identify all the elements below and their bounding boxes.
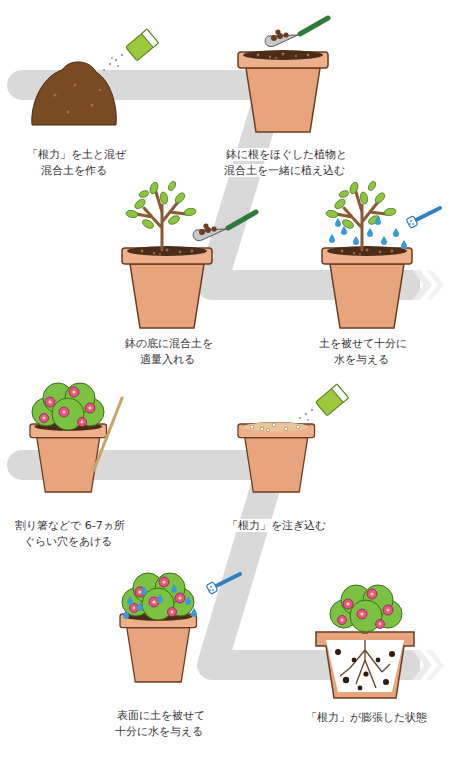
caption-text: 割り箸などで 6-7ヵ所 ぐらい穴をあける [13,519,124,548]
step-caption: 「根力」を土と混ぜ 混合土を作る [10,147,140,179]
pot-watering-flowers [120,573,240,682]
step-caption: 土を被せて十分に 水を与える [297,336,427,368]
step-caption: 鉢に根をほぐした植物と 混合土を一緒に植え込む [220,147,350,179]
step-caption: 「根力」を注ぎ込む [211,518,341,534]
caption-text: 鉢の底に混合土を 適量入れる [123,337,213,366]
step-caption: 表面に土を被せて 十分に水を与える [95,708,225,740]
step-caption: 「根力」が膨張した状態 [301,710,431,726]
caption-text: 表面に土を被せて 十分に水を与える [115,709,205,738]
pot-with-soil [238,18,328,132]
step-caption: 鉢の底に混合土を 適量入れる [103,336,233,368]
caption-text: 「根力」が膨張した状態 [304,711,429,724]
pot-cross-section [316,585,414,698]
caption-text: 土を被せて十分に 水を与える [317,337,407,366]
pot-with-tree [122,180,256,328]
step-caption: 割り箸などで 6-7ヵ所 ぐらい穴をあける [4,518,134,550]
soil-pile [32,29,159,125]
pot-with-holes [238,384,349,492]
flow-band [7,70,444,680]
pot-watering [322,180,440,328]
pot-with-chopstick [30,383,122,492]
caption-text: 「根力」を土と混ぜ 混合土を作る [25,148,126,177]
caption-text: 「根力」を注ぎ込む [225,519,328,532]
caption-text: 鉢に根をほぐした植物と 混合土を一緒に植え込む [224,148,347,177]
